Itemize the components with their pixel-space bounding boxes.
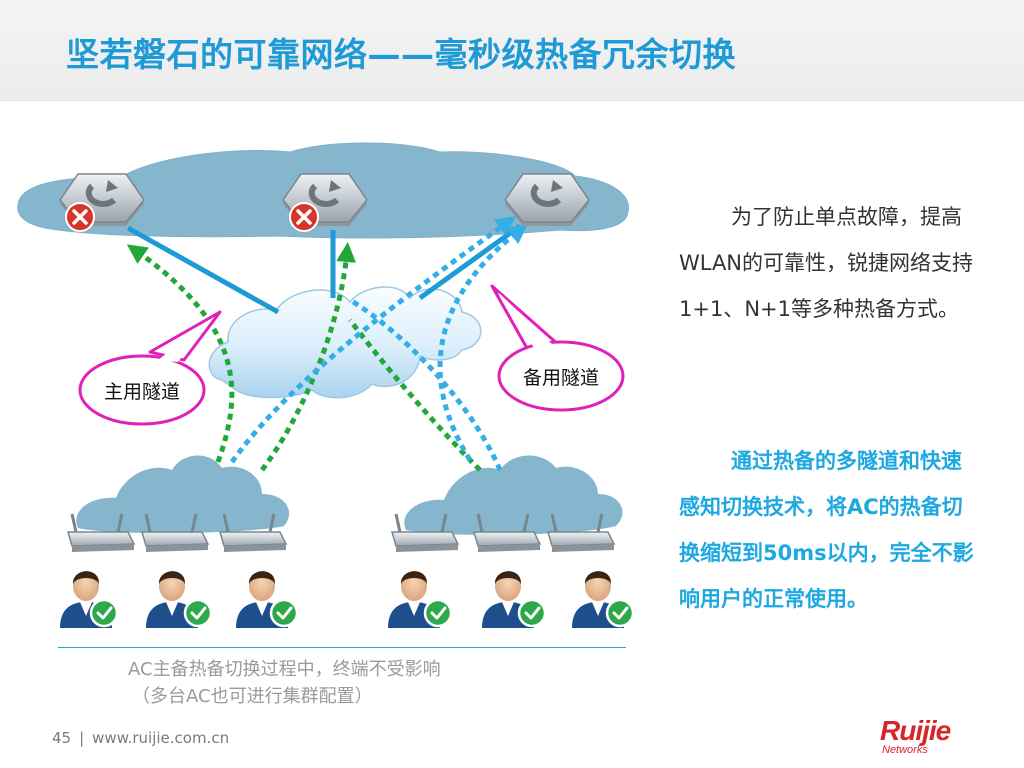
access-points: [67, 513, 616, 552]
check-icon: [183, 598, 213, 628]
page-title: 坚若磐石的可靠网络——毫秒级热备冗余切换: [66, 35, 736, 74]
title-bar: 坚若磐石的可靠网络——毫秒级热备冗余切换: [0, 0, 1024, 101]
fail-icon: [289, 202, 319, 232]
right-access-cloud: [404, 455, 623, 535]
users: [60, 571, 635, 628]
callout-active-tunnel: 主用隧道: [78, 310, 222, 426]
caption-line-2: （多台AC也可进行集群配置）: [132, 686, 373, 707]
logo-brand: Ruijie: [880, 715, 951, 746]
callout-backup-tunnel: 备用隧道: [490, 284, 625, 412]
ap-icon: [547, 513, 616, 552]
callout-active-label: 主用隧道: [104, 381, 180, 403]
caption-divider: [58, 647, 626, 648]
check-icon: [423, 598, 453, 628]
page-number: 45: [52, 729, 72, 747]
core-network-cloud: [208, 286, 482, 399]
diagram-caption: AC主备热备切换过程中，终端不受影响 （多台AC也可进行集群配置）: [128, 656, 441, 710]
fail-icon: [65, 202, 95, 232]
footer-url[interactable]: www.ruijie.com.cn: [92, 729, 230, 747]
highlight-paragraph: 通过热备的多隧道和快速感知切换技术，将AC的热备切换缩短到50ms以内，完全不影…: [679, 438, 979, 622]
intro-text: 为了防止单点故障，提高WLAN的可靠性，锐捷网络支持1+1、N+1等多种热备方式…: [679, 205, 974, 321]
left-access-cloud: [76, 455, 290, 534]
check-icon: [89, 598, 119, 628]
ac-links: [126, 223, 522, 315]
callout-backup-label: 备用隧道: [523, 367, 599, 389]
highlight-text: 通过热备的多隧道和快速感知切换技术，将AC的热备切换缩短到50ms以内，完全不影…: [679, 449, 974, 611]
ap-icon: [473, 513, 542, 552]
footer: 45 | www.ruijie.com.cn: [52, 729, 229, 747]
network-diagram: 主用隧道 备用隧道: [17, 142, 635, 628]
logo-sub: Networks: [882, 744, 928, 756]
caption-line-1: AC主备热备切换过程中，终端不受影响: [128, 659, 441, 680]
check-icon: [517, 598, 547, 628]
ap-icon: [141, 513, 210, 552]
ap-icon: [67, 513, 136, 552]
ap-icon: [391, 513, 460, 552]
check-icon: [269, 598, 299, 628]
footer-separator: |: [79, 729, 85, 747]
backup-tunnels: [229, 216, 528, 471]
ap-icon: [219, 513, 288, 552]
ac-controller-3: [504, 173, 590, 226]
check-icon: [605, 598, 635, 628]
ruijie-logo: Ruijie Networks: [880, 715, 952, 756]
intro-paragraph: 为了防止单点故障，提高WLAN的可靠性，锐捷网络支持1+1、N+1等多种热备方式…: [679, 194, 979, 332]
